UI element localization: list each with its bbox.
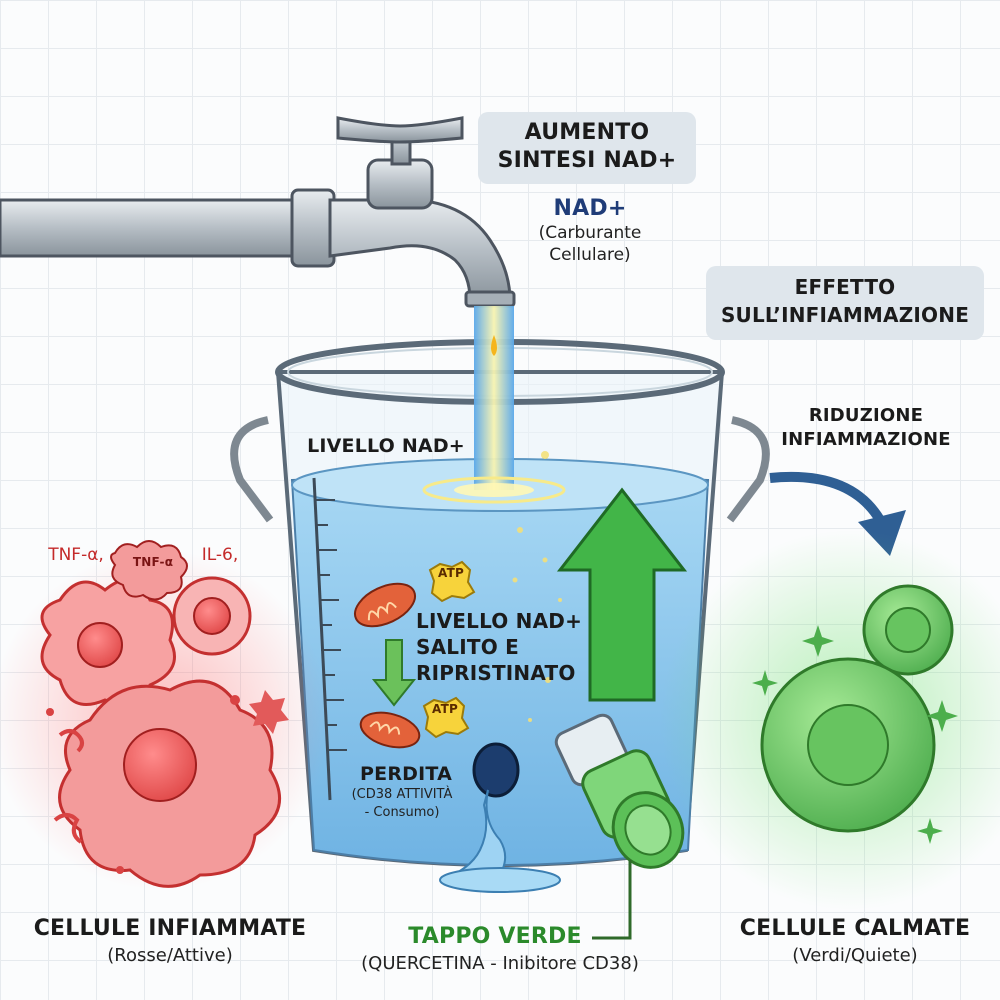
atp-badge-top	[428, 560, 476, 603]
green-cap-subtitle: (QUERCETINA - Inibitore CD38)	[361, 953, 639, 974]
leak-hole	[439, 742, 561, 893]
inflamed-cells	[0, 550, 330, 890]
loss-line1: (CD38 ATTIVITÀ	[351, 787, 453, 802]
synthesis-line1: AUMENTO	[524, 120, 650, 145]
bubbles	[512, 451, 568, 743]
cytokine-tnf-2: TNF-α	[132, 555, 174, 569]
nad-title: NAD+	[553, 196, 627, 221]
level-up-arrow	[556, 487, 688, 702]
reduction-line1: RIDUZIONE	[808, 405, 924, 426]
loss-line2: - Consumo)	[364, 805, 440, 820]
effect-line2: SULL’INFIAMMAZIONE	[720, 303, 970, 327]
green-cap	[554, 713, 685, 869]
reduction-line2: INFIAMMAZIONE	[781, 429, 951, 450]
inflamed-title: CELLULE INFIAMMATE	[33, 916, 307, 941]
calm-title: CELLULE CALMATE	[739, 916, 971, 941]
mitochondrion-bottom	[359, 711, 421, 749]
synthesis-box	[478, 112, 696, 184]
effect-line1: EFFETTO	[794, 275, 896, 299]
nad-line1: (Carburante	[538, 223, 642, 243]
atp-badge-bottom	[422, 696, 470, 739]
restored-line3: RIPRISTINATO	[416, 661, 576, 685]
mitochondrion-top	[354, 582, 416, 628]
restored-line2: SALITO E	[416, 635, 519, 659]
effect-box	[706, 266, 984, 340]
loss-title: PERDITA	[360, 763, 452, 785]
level-label: LIVELLO NAD+	[307, 435, 465, 457]
cytokine-badge	[110, 540, 188, 601]
calm-subtitle: (Verdi/Quiete)	[792, 945, 918, 966]
cytokine-il6: IL-6,	[201, 545, 239, 565]
nad-stream	[422, 306, 566, 504]
nad-line2: Cellulare)	[549, 245, 631, 265]
inflamed-subtitle: (Rosse/Attive)	[107, 945, 233, 966]
restored-line1: LIVELLO NAD+	[416, 609, 583, 633]
green-cap-title: TAPPO VERDE	[408, 924, 582, 949]
level-down-arrow	[371, 639, 417, 707]
atp-label-bottom: ATP	[432, 702, 458, 716]
cytokine-tnf-1: TNF-α,	[48, 545, 104, 565]
cap-connector-line	[592, 860, 632, 940]
atp-label-top: ATP	[438, 566, 464, 580]
calm-cells	[660, 530, 1000, 910]
water-tap	[0, 116, 516, 308]
synthesis-line2: SINTESI NAD+	[497, 148, 677, 173]
